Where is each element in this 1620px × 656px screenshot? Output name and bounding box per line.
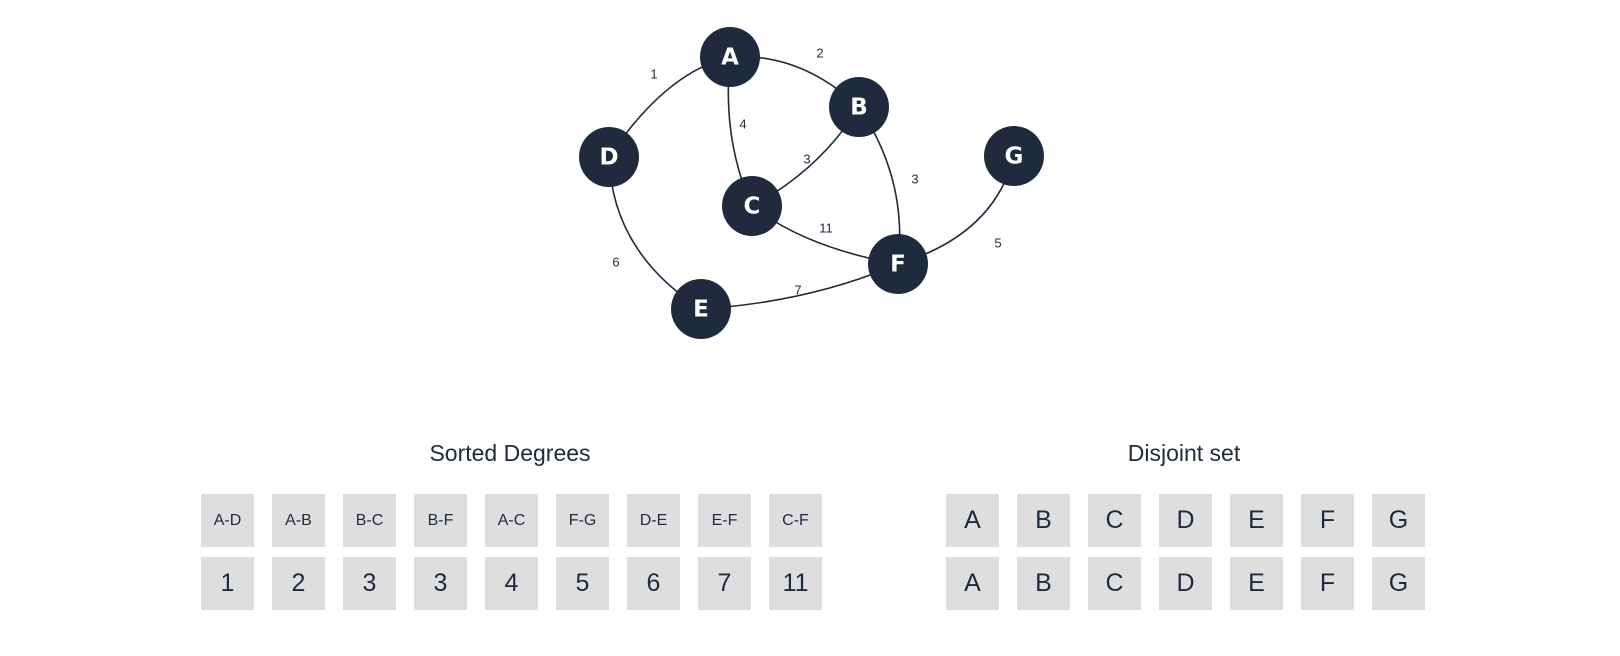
sorted-weight-cell: 3 xyxy=(414,557,467,610)
node-f: F xyxy=(868,234,928,294)
node-circle xyxy=(868,234,928,294)
disjoint-set-element-cell: B xyxy=(1017,494,1070,547)
disjoint-set-element-cell: F xyxy=(1301,494,1354,547)
edge-weight-c-f: 11 xyxy=(819,220,833,235)
node-e: E xyxy=(671,279,731,339)
edge-weight-b-c: 3 xyxy=(803,151,810,166)
node-circle xyxy=(579,127,639,187)
sorted-edges-row: A-D A-B B-C B-F A-C F-G D-E E-F C-F xyxy=(201,494,822,547)
sorted-edge-cell: D-E xyxy=(627,494,680,547)
disjoint-set-parent-cell: D xyxy=(1159,557,1212,610)
node-label: G xyxy=(1005,144,1024,170)
sorted-edge-cell: A-B xyxy=(272,494,325,547)
sorted-edge-cell: C-F xyxy=(769,494,822,547)
node-label: C xyxy=(744,194,761,220)
sorted-weight-cell: 11 xyxy=(769,557,822,610)
sorted-edge-cell: B-F xyxy=(414,494,467,547)
sorted-edge-cell: A-C xyxy=(485,494,538,547)
disjoint-set-title: Disjoint set xyxy=(1127,440,1241,466)
sorted-edge-cell: F-G xyxy=(556,494,609,547)
disjoint-set-parent-cell: E xyxy=(1230,557,1283,610)
disjoint-set-parent-cell: A xyxy=(946,557,999,610)
node-circle xyxy=(671,279,731,339)
disjoint-set-parent-cell: G xyxy=(1372,557,1425,610)
edge-weight-a-b: 2 xyxy=(816,45,823,60)
sorted-edge-cell: B-C xyxy=(343,494,396,547)
sorted-weight-cell: 4 xyxy=(485,557,538,610)
node-c: C xyxy=(722,176,782,236)
edge-weight-a-c: 4 xyxy=(739,116,746,131)
node-label: E xyxy=(693,297,709,323)
sorted-weight-cell: 7 xyxy=(698,557,751,610)
node-g: G xyxy=(984,126,1044,186)
edge-weight-d-e: 6 xyxy=(612,254,619,269)
sorted-degrees-title: Sorted Degrees xyxy=(429,440,591,466)
edge-weight-f-g: 5 xyxy=(994,235,1001,250)
edge-weight-a-d: 1 xyxy=(650,66,657,81)
graph-edge-weights: 1 2 3 3 4 5 6 7 11 xyxy=(612,45,1001,297)
graph-edges xyxy=(608,55,1015,310)
disjoint-set-elements-row: A B C D E F G xyxy=(946,494,1425,547)
node-circle xyxy=(700,27,760,87)
disjoint-set-element-cell: E xyxy=(1230,494,1283,547)
disjoint-set-element-cell: G xyxy=(1372,494,1425,547)
node-label: D xyxy=(599,145,618,171)
disjoint-set-element-cell: C xyxy=(1088,494,1141,547)
sorted-weights-row: 1 2 3 3 4 5 6 7 11 xyxy=(201,557,822,610)
node-b: B xyxy=(829,77,889,137)
node-label: B xyxy=(850,95,868,121)
disjoint-set-parent-cell: C xyxy=(1088,557,1141,610)
node-circle xyxy=(722,176,782,236)
sorted-weight-cell: 2 xyxy=(272,557,325,610)
node-label: A xyxy=(721,45,739,71)
disjoint-set-element-cell: A xyxy=(946,494,999,547)
disjoint-set-parent-cell: B xyxy=(1017,557,1070,610)
node-circle xyxy=(984,126,1044,186)
edge-weight-e-f: 7 xyxy=(794,282,801,297)
sorted-weight-cell: 6 xyxy=(627,557,680,610)
disjoint-set-parents-row: A B C D E F G xyxy=(946,557,1425,610)
edge-weight-b-f: 3 xyxy=(911,171,918,186)
sorted-weight-cell: 3 xyxy=(343,557,396,610)
sorted-edge-cell: E-F xyxy=(698,494,751,547)
graph-nodes: A B C D E F G xyxy=(579,27,1044,339)
node-a: A xyxy=(700,27,760,87)
disjoint-set-element-cell: D xyxy=(1159,494,1212,547)
node-circle xyxy=(829,77,889,137)
sorted-edge-cell: A-D xyxy=(201,494,254,547)
sorted-weight-cell: 1 xyxy=(201,557,254,610)
node-d: D xyxy=(579,127,639,187)
disjoint-set-parent-cell: F xyxy=(1301,557,1354,610)
sorted-weight-cell: 5 xyxy=(556,557,609,610)
node-label: F xyxy=(890,252,906,278)
